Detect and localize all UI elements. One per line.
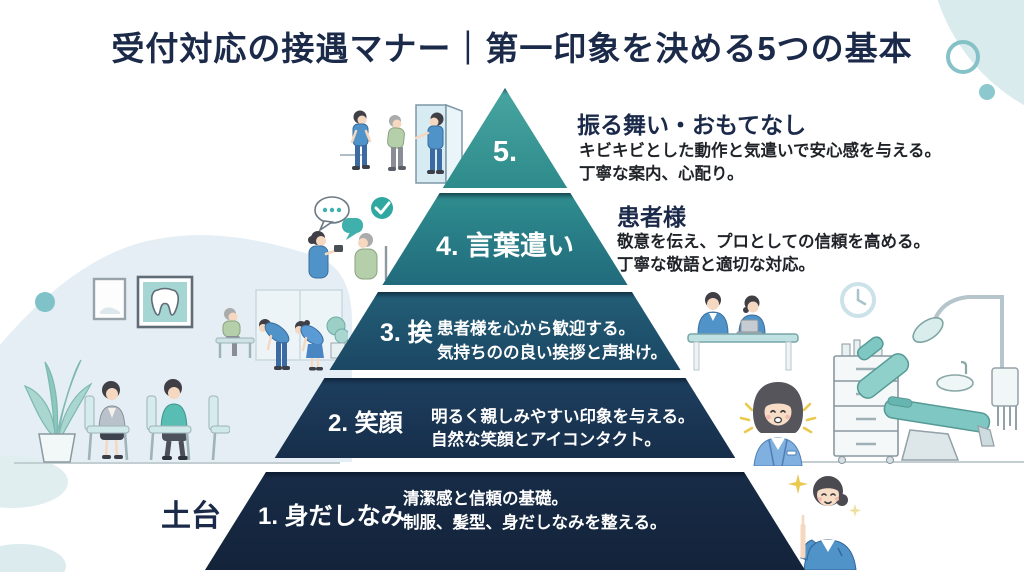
dot-shape xyxy=(979,84,995,100)
waiting-patient-figure xyxy=(146,379,192,461)
sparkle-icon xyxy=(788,474,808,494)
level-4-side-line2: 丁寧な敬語と適切な対応。 xyxy=(617,256,815,274)
picture-frame xyxy=(92,277,127,321)
level-5-side-line1: キビキビとした動作と気遣いで安心感を与える。 xyxy=(579,142,942,160)
conversation-scene-illustration xyxy=(308,196,393,280)
level-5-number: 5. xyxy=(492,136,518,168)
level-2-description-line1: 明るく親しみやすい印象を与える。 xyxy=(431,408,695,426)
instrument-unit xyxy=(991,367,1019,430)
waiting-room-scene-illustration xyxy=(23,359,230,463)
corner-blob xyxy=(937,0,1024,106)
ring-shape xyxy=(946,40,980,74)
dental-chair xyxy=(856,336,995,461)
check-icon xyxy=(371,197,393,219)
level-4-heading: 患者様 xyxy=(617,204,686,230)
level-5-side-description: キビキビとした動作と気遣いで安心感を与える。 丁寧な案内、心配り。 xyxy=(579,140,941,186)
level-4-label: 4. 言葉遣い xyxy=(435,231,575,261)
page-title: 受付対応の接遇マナー｜第一印象を決める5つの基本 xyxy=(111,30,913,67)
reception-desk-scene-illustration xyxy=(687,292,799,371)
speech-bubble-icon xyxy=(314,196,350,233)
receptionist-smile-illustration xyxy=(739,382,817,466)
patient-figure xyxy=(215,308,255,358)
waiting-patient-figure xyxy=(84,381,130,461)
bottom-left-blob xyxy=(0,544,66,572)
floor-line xyxy=(14,462,340,464)
tooth-picture-frame-illustration xyxy=(92,275,194,329)
level-2-description-line2: 自然な笑顔とアイコンタクト。 xyxy=(431,431,661,449)
patient-figure xyxy=(387,115,406,171)
nurse-pointing-illustration xyxy=(788,474,861,570)
speech-bubble-icon xyxy=(342,218,363,240)
level-3-description-line2: 気持ちのの良い挨拶と声掛け。 xyxy=(437,344,668,362)
wall-clock-icon xyxy=(840,282,876,318)
sparkle-icon xyxy=(849,504,861,517)
plant xyxy=(23,359,93,463)
dental-lamp xyxy=(912,316,944,344)
level-1-label: 1. 身だしなみ xyxy=(258,503,405,530)
sink xyxy=(936,360,974,392)
dental-chair-scene-illustration xyxy=(833,282,1019,464)
level-5-heading: 振る舞い・おもてなし xyxy=(577,112,807,138)
level-1-description-line1: 清潔感と信頼の基礎。 xyxy=(403,490,568,508)
dot-shape xyxy=(35,292,55,312)
level-1-description-line2: 制服、髪型、身だしなみを整える。 xyxy=(403,514,667,532)
patient-figure xyxy=(354,233,388,280)
level-2-label: 2. 笑顔 xyxy=(328,410,403,437)
staff-figure xyxy=(697,292,729,335)
pyramid-band-level-1 xyxy=(205,472,805,570)
tooth-icon xyxy=(136,275,194,329)
entrance-guide-scene-illustration xyxy=(340,103,463,184)
level-5-side-line2: 丁寧な案内、心配り。 xyxy=(579,165,744,183)
bowing-staff-figure xyxy=(295,320,324,371)
staff-figure xyxy=(414,112,444,174)
bottom-left-blob xyxy=(0,456,68,508)
level-4-side-description: 敬意を伝え、プロとしての信頼を高める。 丁寧な敬語と適切な対応。 xyxy=(617,231,930,277)
dental-lamp-arm xyxy=(931,295,1004,375)
floor-line xyxy=(790,461,1024,463)
bowing-staff-figure xyxy=(259,319,290,370)
level-3-label: 3. 挨 xyxy=(380,319,433,347)
level-2-description: 明るく親しみやすい印象を与える。 自然な笑顔とアイコンタクト。 xyxy=(431,406,695,452)
empty-chair xyxy=(208,395,230,461)
level-3-description: 患者様を心から歓迎する。 気持ちのの良い挨拶と声掛け。 xyxy=(437,317,667,365)
foundation-label: 土台 xyxy=(161,500,221,533)
level-1-description: 清潔感と信頼の基礎。 制服、髪型、身だしなみを整える。 xyxy=(403,487,667,535)
staff-figure xyxy=(308,231,343,279)
level-4-side-line1: 敬意を伝え、プロとしての信頼を高める。 xyxy=(617,233,931,251)
staff-figure xyxy=(350,110,372,170)
sparkle-lines xyxy=(739,402,817,434)
laptop-icon xyxy=(736,319,763,336)
level-3-description-line1: 患者様を心から歓迎する。 xyxy=(437,320,635,338)
